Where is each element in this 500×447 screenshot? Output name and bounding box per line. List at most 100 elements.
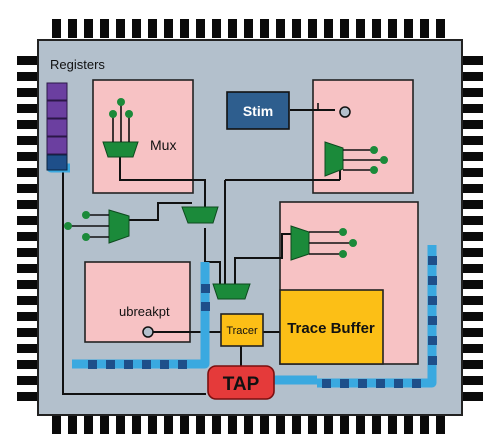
pin-left [17,376,38,385]
register-cell [46,118,68,137]
pin-bottom [340,415,349,434]
ubreakpt-label: ubreakpt [119,304,170,319]
pin-top [84,19,93,38]
pin-right [462,88,483,97]
pin-bottom [436,415,445,434]
pin-top [52,19,61,38]
pin-top [148,19,157,38]
trace-buffer-box [279,289,384,365]
pin-bottom [132,415,141,434]
mux-icons [102,141,344,300]
pin-top [356,19,365,38]
pin-bottom [180,415,189,434]
pin-top [308,19,317,38]
pin-right [462,232,483,241]
pin-bottom [324,415,333,434]
pin-right [462,328,483,337]
scan-cell [201,284,210,293]
pin-bottom [372,415,381,434]
pin-right [462,152,483,161]
scan-cell [358,379,367,388]
pin-right [462,392,483,401]
pin-bottom [164,415,173,434]
pin-left [17,88,38,97]
pin-bottom [244,415,253,434]
scan-cell [394,379,403,388]
pin-left [17,104,38,113]
mux-icon-center [181,206,219,224]
pin-left [17,280,38,289]
pin-bottom [356,415,365,434]
pin-right [462,216,483,225]
trace-buffer-label: Trace Buffer [287,320,375,337]
pin-top [164,19,173,38]
pin-right [462,360,483,369]
pin-left [17,56,38,65]
pin-top [340,19,349,38]
pin-right [462,200,483,209]
pin-bottom [212,415,221,434]
pin-top [388,19,397,38]
pin-right [462,168,483,177]
stim-box [226,91,290,130]
mux-icon-stim [324,141,344,177]
pin-top [228,19,237,38]
pin-top [100,19,109,38]
pin-right [462,296,483,305]
scan-cell [106,360,115,369]
tap-box [207,365,275,400]
probe-dots [64,98,388,258]
scan-cell [428,356,437,365]
scan-cell [428,296,437,305]
pin-left [17,232,38,241]
pin-right [462,248,483,257]
pin-bottom [68,415,77,434]
pin-left [17,392,38,401]
pin-right [462,72,483,81]
scan-cell [160,360,169,369]
pin-top [180,19,189,38]
ubreakpt-block [84,261,191,343]
mux-icon-top [102,141,139,158]
pin-left [17,248,38,257]
pin-right [462,104,483,113]
stim-block [312,79,414,194]
pin-right [462,376,483,385]
registers-stack [46,82,68,171]
pin-top [324,19,333,38]
pin-right [462,264,483,273]
pin-top [436,19,445,38]
pin-bottom [308,415,317,434]
pin-right [462,312,483,321]
pin-left [17,328,38,337]
pin-top [244,19,253,38]
pin-bottom [148,415,157,434]
tracer-box [220,313,264,347]
scan-cell [376,379,385,388]
pin-top [404,19,413,38]
pin-top [68,19,77,38]
pin-top [212,19,221,38]
pin-left [17,168,38,177]
pin-left [17,344,38,353]
mux-icon-bottom [212,283,251,300]
pin-top [132,19,141,38]
pin-bottom [116,415,125,434]
pin-right [462,280,483,289]
pin-bottom [420,415,429,434]
scan-cell [340,379,349,388]
stim-label: Stim [243,103,273,119]
pin-right [462,136,483,145]
scan-cell [428,336,437,345]
pin-right [462,184,483,193]
scan-cells [88,256,437,388]
package-pins [17,19,483,434]
registers-label: Registers [50,57,105,72]
scan-cell [88,360,97,369]
pin-top [196,19,205,38]
pin-bottom [52,415,61,434]
pin-bottom [84,415,93,434]
tap-label: TAP [223,374,260,395]
pin-left [17,360,38,369]
